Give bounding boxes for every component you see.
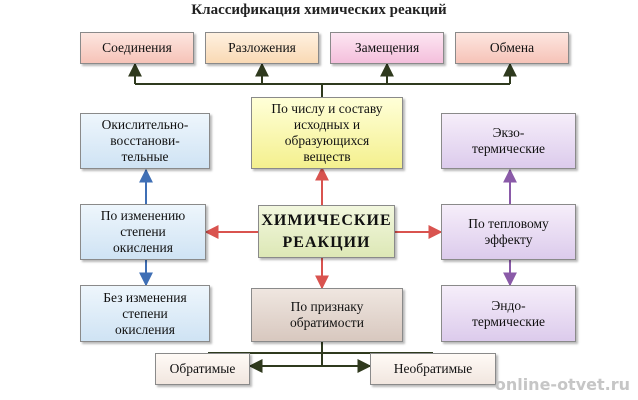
- type-substitution: Замещения: [330, 32, 444, 64]
- non-redox-type: Без изменения степени окисления: [80, 285, 210, 342]
- chemical-reactions-center: ХИМИЧЕСКИЕ РЕАКЦИИ: [258, 205, 395, 258]
- composition-branch-arrows: [128, 62, 517, 97]
- type-decomposition: Разложения: [205, 32, 319, 64]
- center-arrows: [204, 166, 443, 290]
- thermal-criterion: По тепловому эффекту: [441, 204, 576, 260]
- type-exchange: Обмена: [455, 32, 569, 64]
- redox-type: Окислительно- восстанови- тельные: [80, 113, 210, 169]
- reversibility-criterion: По признаку обратимости: [251, 288, 403, 342]
- exothermic-type: Экзо- термические: [441, 113, 576, 169]
- watermark: online-otvet.ru: [494, 375, 630, 394]
- reversible-type: Обратимые: [155, 353, 250, 385]
- irreversible-type: Необратимые: [370, 353, 496, 385]
- composition-criterion: По числу и составу исходных и образующих…: [251, 97, 403, 169]
- type-combination: Соединения: [80, 32, 194, 64]
- redox-criterion: По изменению степени окисления: [80, 204, 206, 260]
- diagram-title: Классификация химических реакций: [191, 2, 447, 18]
- endothermic-type: Эндо- термические: [441, 285, 576, 342]
